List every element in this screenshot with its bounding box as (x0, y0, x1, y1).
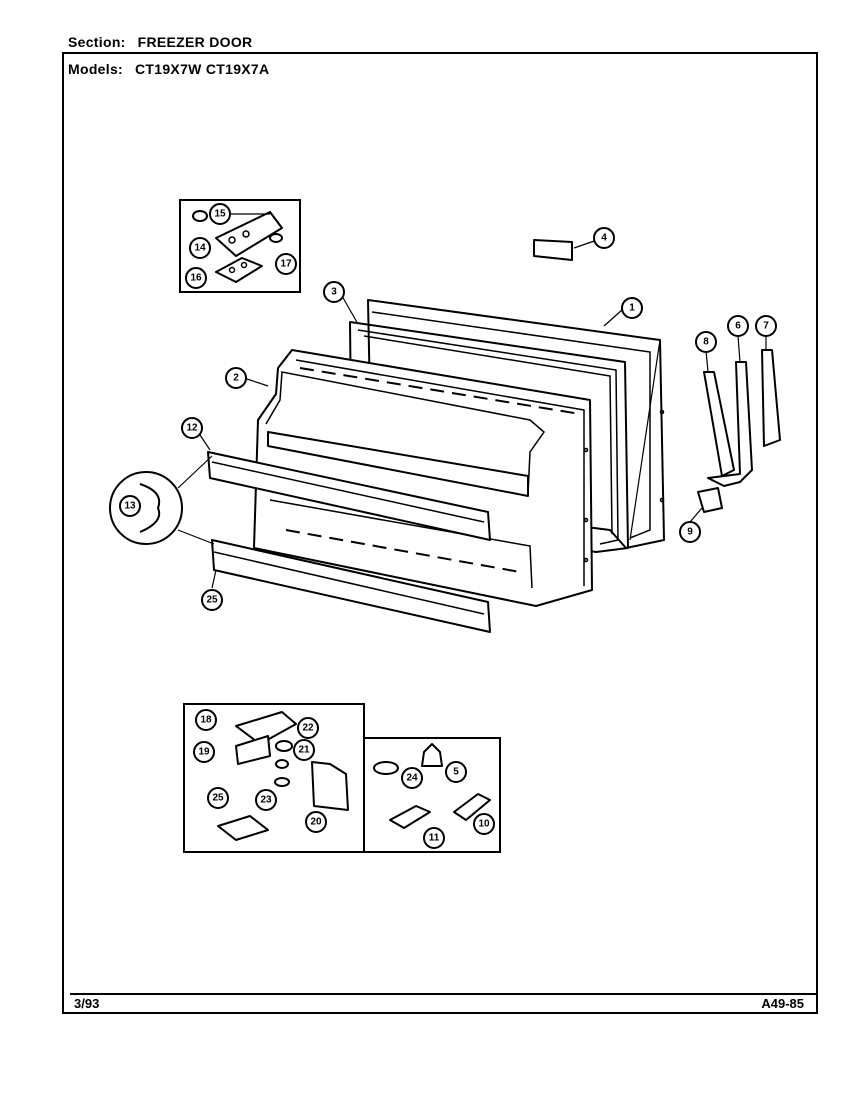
upper-hinge-part (192, 210, 283, 257)
callout-6: 6 (727, 315, 749, 337)
svg-text:6: 6 (735, 321, 741, 332)
callout-1: 1 (621, 297, 643, 319)
callout-3: 3 (323, 281, 345, 303)
section-label: Section: (68, 34, 126, 50)
callout-14: 14 (189, 237, 211, 259)
callout-9: 9 (679, 521, 701, 543)
svg-text:18: 18 (200, 715, 212, 726)
svg-text:10: 10 (478, 819, 490, 830)
svg-text:4: 4 (601, 233, 607, 244)
svg-text:23: 23 (260, 795, 272, 806)
section-value: FREEZER DOOR (137, 34, 253, 50)
door-label-part (533, 239, 573, 261)
svg-text:25: 25 (212, 793, 224, 804)
callout-17: 17 (275, 253, 297, 275)
callout-12: 12 (181, 417, 203, 439)
callout-5: 5 (445, 761, 467, 783)
svg-text:8: 8 (703, 337, 709, 348)
callout-7: 7 (755, 315, 777, 337)
callout-11: 11 (423, 827, 445, 849)
hinge-inset-box (179, 199, 301, 293)
hinge-plate-part (215, 257, 263, 283)
models-label: Models: (68, 61, 123, 77)
callout-24: 24 (401, 767, 423, 789)
svg-text:15: 15 (214, 209, 226, 220)
svg-text:7: 7 (763, 321, 769, 332)
svg-text:16: 16 (190, 273, 202, 284)
section-heading: Section: FREEZER DOOR (68, 34, 252, 50)
callout-18: 18 (195, 709, 217, 731)
callout-23: 23 (255, 789, 277, 811)
footer-code: A49-85 (761, 996, 804, 1011)
svg-text:20: 20 (310, 817, 322, 828)
svg-text:17: 17 (280, 259, 292, 270)
svg-text:3: 3 (331, 287, 337, 298)
callout-15: 15 (209, 203, 231, 225)
footer-divider (70, 993, 818, 995)
models-heading: Models: CT19X7W CT19X7A (68, 61, 269, 77)
callout-21: 21 (293, 739, 315, 761)
footer-date: 3/93 (74, 996, 100, 1011)
svg-text:5: 5 (453, 767, 459, 778)
svg-text:13: 13 (124, 501, 136, 512)
callout-8: 8 (695, 331, 717, 353)
svg-text:12: 12 (186, 423, 198, 434)
callout-leaders (197, 213, 767, 589)
shelf-end-detail (109, 455, 215, 545)
svg-text:2: 2 (233, 373, 239, 384)
callout-4: 4 (593, 227, 615, 249)
svg-text:19: 19 (198, 747, 210, 758)
callout-20: 20 (305, 811, 327, 833)
inner-door-liner (253, 349, 593, 607)
callout-25-lower: 25 (207, 787, 229, 809)
lower-hinge-parts (217, 711, 349, 841)
callout-10: 10 (473, 813, 495, 835)
svg-text:21: 21 (298, 745, 310, 756)
svg-text:11: 11 (429, 833, 440, 844)
callout-16: 16 (185, 267, 207, 289)
diagram-frame (62, 52, 818, 1014)
lower-shelf-bar (211, 539, 491, 633)
callout-25: 25 (201, 589, 223, 611)
svg-text:25: 25 (206, 595, 218, 606)
upper-shelf-bar (207, 451, 491, 541)
hardware-inset-box (363, 737, 501, 853)
svg-text:14: 14 (194, 243, 206, 254)
small-hardware-parts (373, 743, 491, 829)
callout-2: 2 (225, 367, 247, 389)
svg-text:24: 24 (406, 773, 418, 784)
models-value: CT19X7W CT19X7A (135, 61, 270, 77)
callout-13: 13 (119, 495, 141, 517)
callout-22: 22 (297, 717, 319, 739)
callout-19: 19 (193, 741, 215, 763)
svg-text:1: 1 (629, 303, 635, 314)
door-handle-parts (697, 349, 781, 513)
svg-text:22: 22 (302, 723, 314, 734)
svg-text:9: 9 (687, 527, 693, 538)
